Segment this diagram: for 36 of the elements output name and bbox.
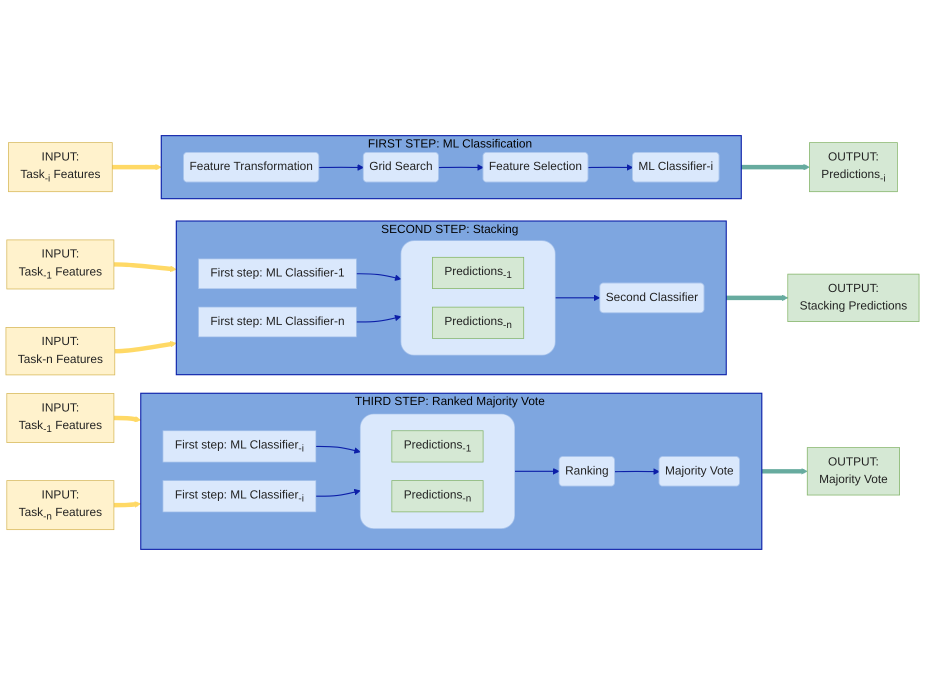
node-box: OUTPUT: Stacking Predictions [787, 274, 920, 322]
arrow [112, 164, 162, 170]
node-box: Predictions$_{-n}$ [391, 480, 484, 512]
arrow [741, 164, 810, 170]
arrow [114, 416, 142, 422]
cluster [360, 414, 515, 529]
node-box: First step: ML Classifier$_{-i}$ [162, 430, 316, 462]
arrow [316, 446, 361, 454]
node-box: OUTPUT: Majority Vote [806, 447, 900, 496]
node-box: INPUT: Task$_{-n}$ Features [6, 480, 114, 530]
node-box: INPUT: Task$_{-1}$ Features [6, 240, 114, 290]
node-box: Predictions$_{-n}$ [432, 306, 524, 339]
node-box: First step: ML Classifier-n [198, 306, 357, 338]
arrow [316, 488, 361, 497]
arrow [762, 468, 808, 475]
node-box: First step: ML Classifier-1 [198, 258, 357, 289]
arrow [356, 273, 402, 281]
arrow [514, 468, 560, 475]
node-box: INPUT: Task-n Features [6, 327, 116, 376]
arrow [114, 340, 177, 354]
arrow [114, 262, 177, 272]
node-box: Predictions$_{-1}$ [391, 430, 484, 462]
node-box: First step: ML Classifier$_{-i}$ [162, 480, 316, 512]
arrow [438, 164, 484, 171]
node-box: INPUT: Task$_{-1}$ Features [6, 393, 114, 443]
cluster [400, 240, 556, 356]
node-box: INPUT: Task$_{-i}$ Features [8, 142, 113, 192]
node-box: Predictions$_{-1}$ [432, 256, 524, 289]
node-box: OUTPUT: Predictions$_{-i}$ [809, 142, 898, 192]
arrow [114, 501, 142, 508]
arrow [726, 294, 788, 302]
arrow [614, 468, 660, 475]
arrow [319, 164, 364, 171]
arrow [588, 164, 634, 171]
arrow [356, 314, 402, 323]
arrow [555, 294, 600, 302]
